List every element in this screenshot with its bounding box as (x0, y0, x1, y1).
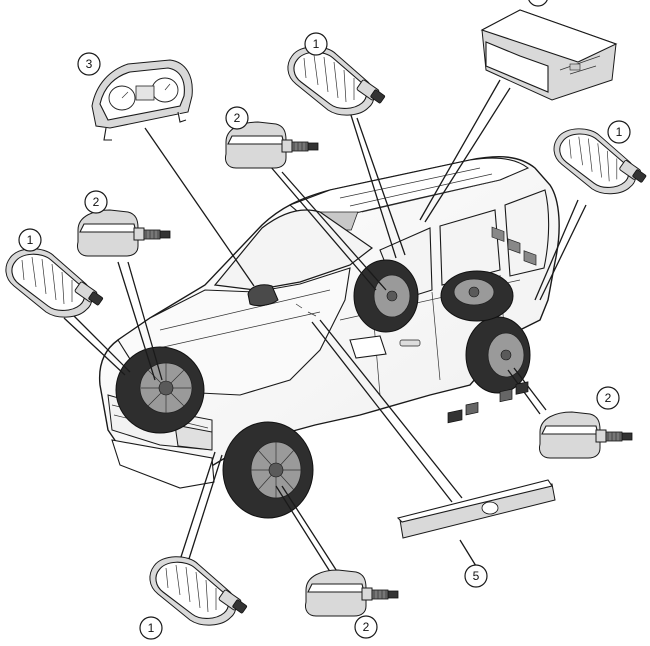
sensor-left (76, 209, 171, 257)
antenna-right (553, 128, 647, 195)
switch-panel (396, 381, 556, 539)
callout-1-top-center: 1 (304, 32, 328, 56)
callout-label: 2 (93, 195, 100, 209)
callout-2-left: 2 (84, 190, 108, 214)
callout-label: 1 (616, 125, 623, 139)
callout-label: 1 (148, 621, 155, 635)
sensor-right (538, 411, 633, 459)
antenna-left (5, 248, 104, 318)
antenna-top-center (287, 46, 386, 116)
instrument-cluster-in-vehicle (247, 284, 279, 307)
callout-partial-top (528, 0, 548, 7)
callout-5: 5 (464, 564, 488, 588)
tpms-control-module (480, 9, 618, 266)
callout-1-left: 1 (18, 228, 42, 252)
callout-2-right: 2 (596, 386, 620, 410)
door-handle-front (399, 339, 421, 347)
headlamp (174, 424, 213, 451)
callout-label: 2 (605, 391, 612, 405)
callout-label: 5 (473, 569, 480, 583)
callout-label: 3 (86, 57, 93, 71)
wheel-rear-left (353, 259, 419, 333)
callout-2-top-center: 2 (225, 106, 249, 130)
callout-label: 2 (234, 111, 241, 125)
leader-lines (63, 79, 587, 579)
vehicle-illustration (98, 156, 560, 519)
callout-2-bottom: 2 (354, 615, 378, 639)
wheel-rear-right (465, 316, 531, 394)
spare-wheel (440, 270, 514, 322)
front-bumper (111, 439, 215, 489)
callout-3: 3 (77, 52, 101, 76)
side-window-rear (439, 209, 501, 286)
sensor-bottom (304, 569, 399, 617)
callout-label: 1 (313, 37, 320, 51)
rear-quarter-window (504, 189, 550, 277)
callout-1-bottom: 1 (139, 616, 163, 640)
wheel-front-left (115, 346, 205, 434)
instrument-cluster (91, 59, 193, 141)
antenna-bottom (149, 556, 248, 626)
callout-1-right: 1 (607, 120, 631, 144)
side-mirror (349, 335, 387, 359)
callout-label: 2 (363, 620, 370, 634)
wheel-front-right (222, 421, 314, 519)
callout-label: 1 (27, 233, 34, 247)
vehicle-roof (288, 157, 530, 223)
